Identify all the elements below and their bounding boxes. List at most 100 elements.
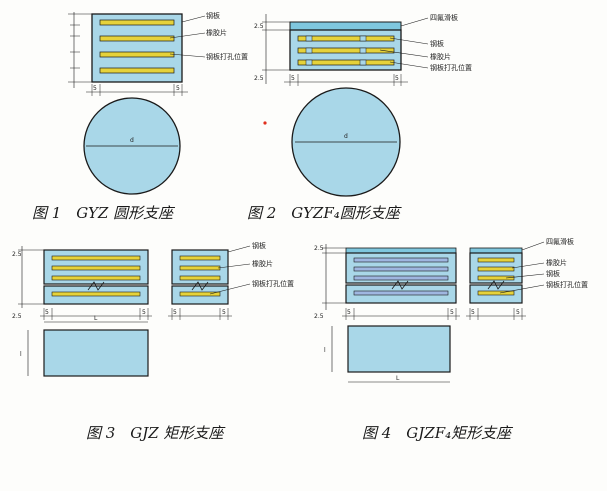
dim-edge: 5 bbox=[450, 309, 454, 316]
dim-edge: 5 bbox=[395, 75, 399, 82]
ptfe-slide-plate bbox=[289, 21, 402, 31]
steel-plate bbox=[477, 275, 515, 281]
leader-line bbox=[209, 283, 251, 295]
steel-plate bbox=[51, 275, 141, 281]
steel-plate bbox=[179, 291, 221, 297]
label-rubber-sheet: 橡胶片 bbox=[252, 259, 273, 268]
leader-line bbox=[389, 37, 429, 45]
dim-edge: 5 bbox=[173, 309, 177, 316]
leader-line bbox=[400, 17, 429, 27]
hole-mark bbox=[359, 35, 367, 42]
hole-mark bbox=[359, 47, 367, 54]
fig1-plan: d bbox=[83, 97, 181, 195]
leader-line bbox=[499, 284, 545, 294]
label-rubber-sheet: 橡胶片 bbox=[430, 52, 451, 61]
fig2-section: 四氟滑板 钢板 橡胶片 钢板打孔位置 2.5 2.5 5 5 bbox=[254, 13, 472, 86]
steel-plate bbox=[477, 266, 515, 272]
steel-plate bbox=[51, 255, 141, 261]
diameter-symbol: d bbox=[344, 133, 348, 140]
ptfe-slide-plate bbox=[469, 247, 523, 254]
steel-plate bbox=[179, 275, 221, 281]
steel-plate bbox=[179, 265, 221, 271]
steel-plate bbox=[477, 290, 515, 296]
label-ptfe-plate: 四氟滑板 bbox=[430, 13, 458, 22]
dim-2-5: 2.5 bbox=[254, 75, 264, 82]
leader-line bbox=[181, 15, 206, 23]
fig2-plan: d bbox=[263, 87, 401, 197]
label-steel-plate: 钢板 bbox=[430, 39, 444, 48]
steel-plate bbox=[179, 255, 221, 261]
leader-line bbox=[169, 53, 206, 58]
label-hole-position: 钢板打孔位置 bbox=[206, 52, 248, 61]
steel-plate bbox=[51, 265, 141, 271]
leader-line bbox=[169, 32, 206, 39]
fig3-section-long: 2.5 2.5 5 5 bbox=[12, 246, 152, 320]
break-line bbox=[487, 280, 505, 290]
label-steel-plate: 钢板 bbox=[252, 241, 266, 250]
dim-edge: 5 bbox=[45, 309, 49, 316]
steel-plate bbox=[353, 266, 449, 272]
length-symbol: L bbox=[396, 375, 400, 382]
steel-plate bbox=[477, 257, 515, 263]
fig3-gjz: 2.5 2.5 5 5 钢板 橡胶片 钢板打孔位置 bbox=[12, 241, 294, 442]
fig3-caption: 图 3 GJZ 矩形支座 bbox=[86, 424, 225, 442]
dim-edge: 5 bbox=[347, 309, 351, 316]
fig4-section-long: 2.5 2.5 5 5 bbox=[314, 244, 460, 320]
marker-dot bbox=[263, 121, 267, 125]
break-line bbox=[391, 280, 409, 290]
label-steel-plate: 钢板 bbox=[546, 269, 560, 278]
fig1-caption: 图 1 GYZ 圆形支座 bbox=[32, 204, 175, 222]
label-hole-position: 钢板打孔位置 bbox=[252, 279, 294, 288]
length-symbol: L bbox=[94, 315, 98, 322]
fig1-gyz: 钢板 橡胶片 钢板打孔位置 5 5 d 图 1 GYZ 圆形支座 bbox=[32, 11, 248, 222]
dim-edge: 5 bbox=[516, 309, 520, 316]
label-ptfe-plate: 四氟滑板 bbox=[546, 237, 574, 246]
dim-edge: 5 bbox=[471, 309, 475, 316]
fig2-caption: 图 2 GYZF₄圆形支座 bbox=[247, 204, 402, 222]
steel-plate bbox=[297, 47, 395, 54]
fig4-plan: L l bbox=[324, 325, 451, 383]
steel-plate bbox=[99, 67, 175, 74]
steel-plate bbox=[99, 51, 175, 58]
dim-edge: 5 bbox=[93, 85, 97, 92]
label-rubber-sheet: 橡胶片 bbox=[546, 258, 567, 267]
steel-plate bbox=[353, 275, 449, 281]
dim-2-5: 2.5 bbox=[314, 313, 324, 320]
steel-plate bbox=[297, 59, 395, 66]
dim-edge: 5 bbox=[222, 309, 226, 316]
break-line bbox=[191, 281, 209, 291]
leader-line bbox=[389, 61, 429, 69]
steel-plate bbox=[353, 257, 449, 263]
dim-edge: 5 bbox=[291, 75, 295, 82]
hole-mark bbox=[305, 59, 313, 66]
width-symbol: l bbox=[20, 351, 22, 358]
rectangular-plan bbox=[43, 329, 149, 377]
steel-plate bbox=[99, 35, 175, 42]
fig2-gyzf4: 四氟滑板 钢板 橡胶片 钢板打孔位置 2.5 2.5 5 5 d 图 2 GYZ… bbox=[247, 13, 472, 222]
rectangular-plan bbox=[347, 325, 451, 373]
steel-plate bbox=[99, 19, 175, 26]
dim-2-5: 2.5 bbox=[254, 23, 264, 30]
break-line bbox=[87, 281, 105, 291]
ptfe-slide-plate bbox=[345, 247, 457, 254]
hole-mark bbox=[359, 59, 367, 66]
hole-mark bbox=[305, 47, 313, 54]
fig3-section-short: 钢板 橡胶片 钢板打孔位置 5 5 bbox=[168, 241, 294, 320]
fig4-caption: 图 4 GJZF₄矩形支座 bbox=[362, 424, 513, 442]
dim-edge: 5 bbox=[176, 85, 180, 92]
dim-edge: 5 bbox=[142, 309, 146, 316]
leader-line bbox=[521, 241, 545, 251]
label-hole-position: 钢板打孔位置 bbox=[430, 63, 472, 72]
leader-line bbox=[511, 262, 545, 269]
steel-plate bbox=[51, 291, 141, 297]
steel-plate bbox=[297, 35, 395, 42]
steel-plate bbox=[353, 290, 449, 296]
dim-2-5: 2.5 bbox=[12, 313, 22, 320]
label-steel-plate: 钢板 bbox=[206, 11, 220, 20]
diameter-symbol: d bbox=[130, 137, 134, 144]
fig1-section: 钢板 橡胶片 钢板打孔位置 5 5 bbox=[68, 11, 248, 96]
fig4-section-short: 四氟滑板 橡胶片 钢板 钢板打孔位置 5 5 bbox=[466, 237, 588, 320]
leader-line bbox=[217, 263, 251, 269]
fig4-gjzf4: 2.5 2.5 5 5 四氟滑板 橡胶片 钢板 钢板打孔位 bbox=[314, 237, 588, 442]
